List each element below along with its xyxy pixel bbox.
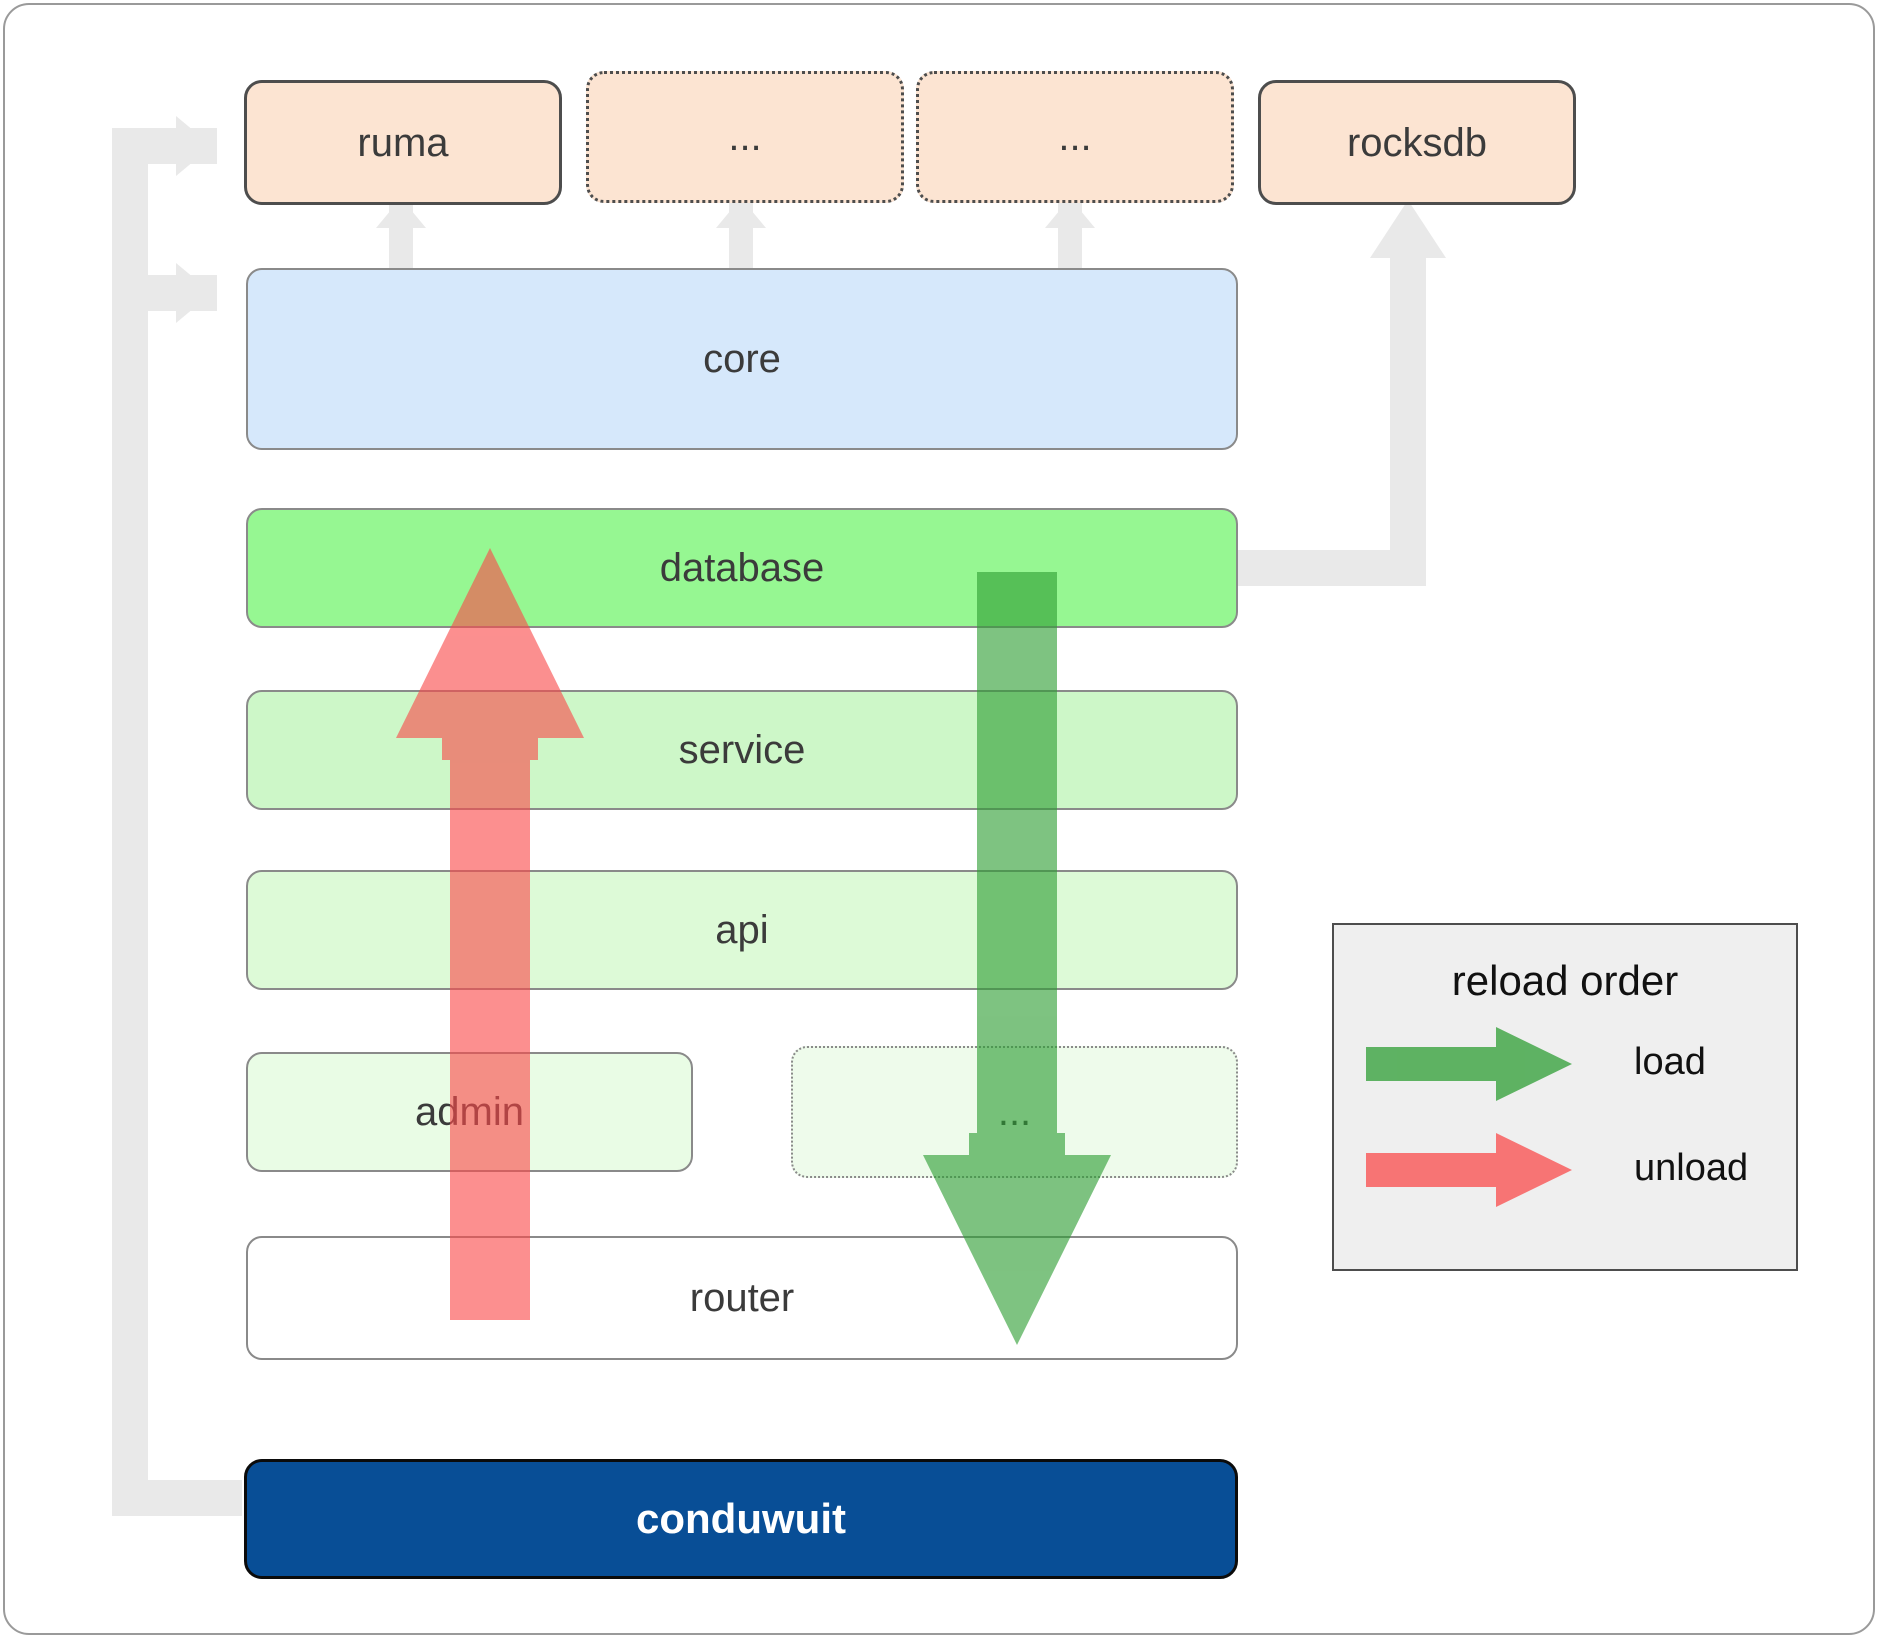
layer-node-service[interactable]: service [246, 690, 1238, 810]
root-label: conduwuit [636, 1495, 846, 1542]
layer-label: api [715, 908, 769, 952]
connector-core-to-dep3-head [1045, 198, 1095, 228]
diagram-frame [3, 3, 1875, 1635]
dependency-label: ruma [357, 120, 449, 165]
connector-arrowhead-core [176, 263, 212, 323]
legend-unload-arrow-icon [1366, 1133, 1572, 1207]
connector-arrowhead-ruma [176, 116, 212, 176]
layer-label: ... [997, 1090, 1032, 1134]
dependency-label: rocksdb [1346, 120, 1488, 165]
connector-database-to-rocksdb-horizontal [1230, 550, 1408, 586]
dependency-node-placeholder-1[interactable]: ... [586, 71, 904, 203]
legend-title: reload order [1451, 957, 1679, 1004]
connector-core-to-dep2-head [716, 198, 766, 228]
core-node[interactable]: core [246, 268, 1238, 450]
legend-load-arrow-icon [1366, 1027, 1572, 1101]
layer-node-admin[interactable]: admin [246, 1052, 693, 1172]
layer-node-placeholder[interactable]: ... [791, 1046, 1238, 1178]
dependency-node-ruma[interactable]: ruma [244, 80, 562, 205]
core-label: core [703, 337, 781, 381]
dependency-node-rocksdb[interactable]: rocksdb [1258, 80, 1576, 205]
legend-unload-label: unload [1634, 1147, 1749, 1189]
layer-node-api[interactable]: api [246, 870, 1238, 990]
layer-label: service [678, 728, 806, 772]
connector-left-trunk [112, 128, 148, 1516]
dependency-label: ... [1058, 115, 1092, 159]
layer-label: database [659, 546, 825, 590]
layer-node-router[interactable]: router [246, 1236, 1238, 1360]
connector-database-to-rocksdb-head [1370, 200, 1446, 258]
dependency-node-placeholder-2[interactable]: ... [916, 71, 1234, 203]
layer-label: router [689, 1276, 795, 1320]
legend-panel: reload order load unload [1332, 923, 1798, 1271]
legend-load-label: load [1634, 1041, 1706, 1083]
root-node-conduwuit[interactable]: conduwuit [244, 1459, 1238, 1579]
layer-node-database[interactable]: database [246, 508, 1238, 628]
connector-left-to-root [112, 1480, 242, 1516]
connector-database-to-rocksdb-vertical [1390, 255, 1426, 586]
dependency-label: ... [728, 115, 762, 159]
layer-label: admin [415, 1090, 524, 1134]
